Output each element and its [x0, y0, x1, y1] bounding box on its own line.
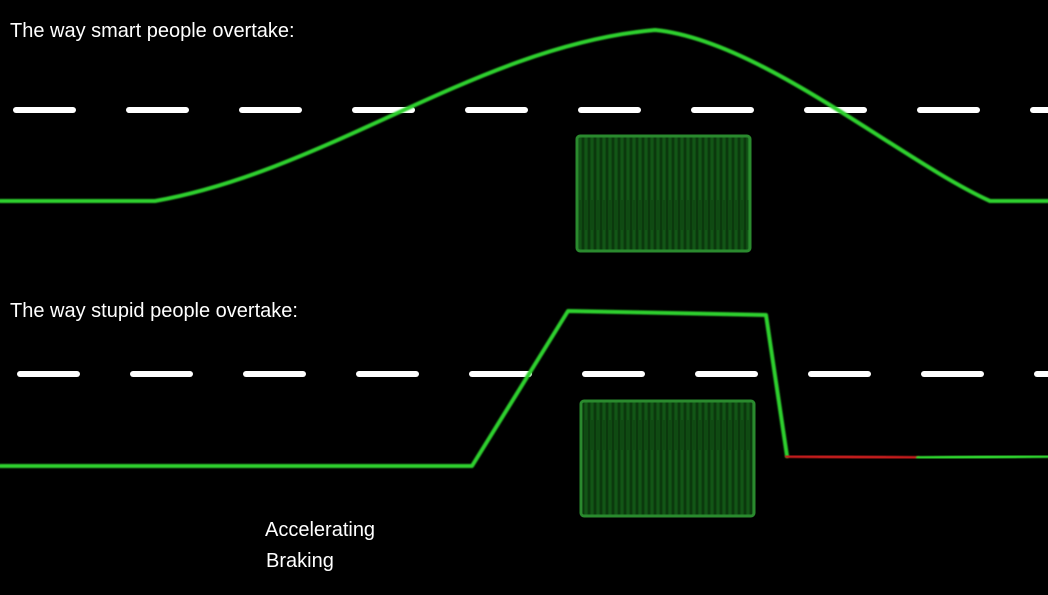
stupid-accelerating-path	[0, 309, 789, 468]
stupid-braking-path	[785, 454, 920, 460]
smart-accelerating-path	[0, 27, 1048, 203]
stupid-accelerating-path-after	[916, 454, 1048, 460]
stupid-overtake-caption: The way stupid people overtake:	[10, 300, 298, 322]
legend-braking-label: Braking	[266, 550, 334, 572]
legend-accelerating-label: Accelerating	[265, 519, 376, 541]
smart-overtake-caption: The way smart people overtake:	[10, 20, 295, 42]
stupid-overtaken-car	[579, 399, 756, 518]
smart-overtaken-car	[575, 134, 752, 253]
